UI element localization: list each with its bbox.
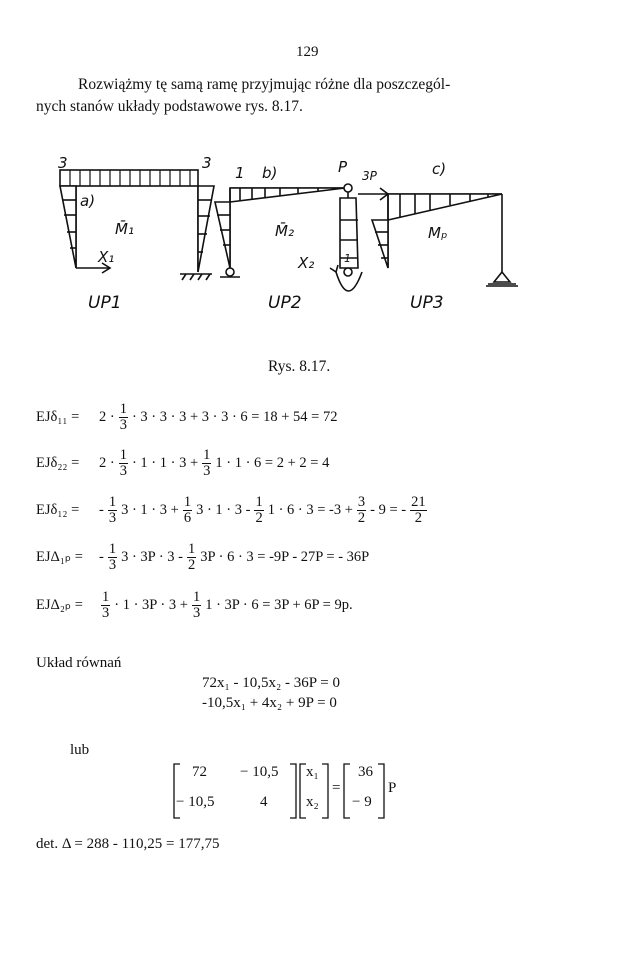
lub-label: lub — [70, 742, 90, 758]
label-up1: UP1 — [88, 293, 122, 313]
matrix-p: P — [388, 780, 397, 796]
eq4-lhs: EJΔ₁ₚ = — [36, 549, 83, 565]
eq2-a: 2 · — [99, 455, 115, 471]
label-a-3-right: 3 — [202, 154, 212, 172]
eq1-lhs: EJδ₁₁ = — [36, 409, 80, 425]
matrix-a22: 4 — [260, 794, 268, 810]
label-b-1: 1 — [235, 164, 245, 182]
intro-paragraph: Rozwiążmy tę samą ramę przyjmując różne … — [36, 74, 566, 118]
label-a-x1: X₁ — [97, 248, 114, 266]
matrix-equals: = — [332, 780, 341, 796]
eq2-lhs: EJδ₂₂ = — [36, 455, 80, 471]
label-a-moment: M̄₁ — [115, 219, 134, 238]
matrix-b2: − 9 — [352, 794, 372, 810]
eq3-a: - — [99, 502, 104, 518]
intro-line-1: Rozwiążmy tę samą ramę przyjmując różne … — [78, 76, 451, 93]
label-c-3p: 3P — [362, 169, 378, 183]
matrix-a11: 72 — [192, 764, 207, 780]
diagram-a — [59, 169, 215, 281]
eq4-a: - — [99, 549, 104, 565]
label-b-moment: M̄₂ — [275, 221, 294, 240]
label-c-tag: c) — [432, 160, 446, 178]
eq1-a: 2 · — [99, 409, 115, 425]
eq4-c: 3P · 6 · 3 = -9P - 27P = - 36P — [200, 549, 370, 565]
matrix-equation: 72 − 10,5 − 10,5 4 x₁ x₂ = 36 − 9 P — [170, 762, 420, 822]
label-up3: UP3 — [410, 293, 444, 313]
system-eq1: 72x₁ - 10,5x₂ - 36P = 0 — [202, 675, 340, 691]
eq5-b: · 1 · 3P · 3 + — [114, 597, 188, 613]
eq4-b: 3 · 3P · 3 - — [121, 549, 183, 565]
eq3-lhs: EJδ₁₂ = — [36, 502, 80, 518]
figure-caption: Rys. 8.17. — [268, 358, 331, 375]
eq3-b: 3 · 1 · 3 + — [121, 502, 179, 518]
label-a-tag: a) — [80, 192, 95, 210]
eq5-lhs: EJΔ₂ₚ = — [36, 597, 83, 613]
eq3-e: - 9 = - — [370, 502, 407, 518]
system-label: Układ równań — [36, 655, 122, 671]
matrix-a12: − 10,5 — [240, 764, 279, 780]
label-a-3-left: 3 — [58, 154, 68, 172]
system-eq2: -10,5x₁ + 4x₂ + 9P = 0 — [202, 695, 337, 711]
label-b-1-small: 1 — [344, 252, 351, 265]
diagram-c — [358, 187, 518, 287]
eq3-c: 3 · 1 · 3 - — [196, 502, 251, 518]
matrix-b1: 36 — [358, 764, 373, 780]
label-up2: UP2 — [268, 293, 302, 313]
label-b-tag: b) — [262, 164, 277, 182]
matrix-brackets — [173, 763, 385, 819]
frame-diagrams-figure: 3 3 a) M̄₁ X₁ 1 b) M̄₂ X₂ 1 P 3P c) Mₚ U… — [58, 154, 518, 313]
intro-line-2: nych stanów układy podstawowe rys. 8.17. — [36, 98, 303, 115]
eq1-b: · 3 · 3 · 3 + 3 · 3 · 6 = 18 + 54 = 72 — [131, 409, 338, 425]
label-c-moment: Mₚ — [428, 224, 447, 242]
eq3-d: 1 · 6 · 3 = -3 + — [267, 502, 353, 518]
eq2-b: · 1 · 1 · 3 + — [131, 455, 199, 471]
matrix-x2: x₂ — [306, 794, 319, 810]
label-b-x2: X₂ — [297, 254, 314, 272]
eq2-c: 1 · 1 · 6 = 2 + 2 = 4 — [215, 455, 330, 471]
eq5-c: 1 · 3P · 6 = 3P + 6P = 9p. — [205, 597, 353, 613]
matrix-a21: − 10,5 — [176, 794, 215, 810]
page-number: 129 — [296, 44, 319, 60]
diagram-b — [213, 183, 363, 292]
label-c-p: P — [338, 158, 348, 176]
determinant: det. Δ = 288 - 110,25 = 177,75 — [36, 836, 220, 852]
matrix-x1: x₁ — [306, 764, 319, 780]
